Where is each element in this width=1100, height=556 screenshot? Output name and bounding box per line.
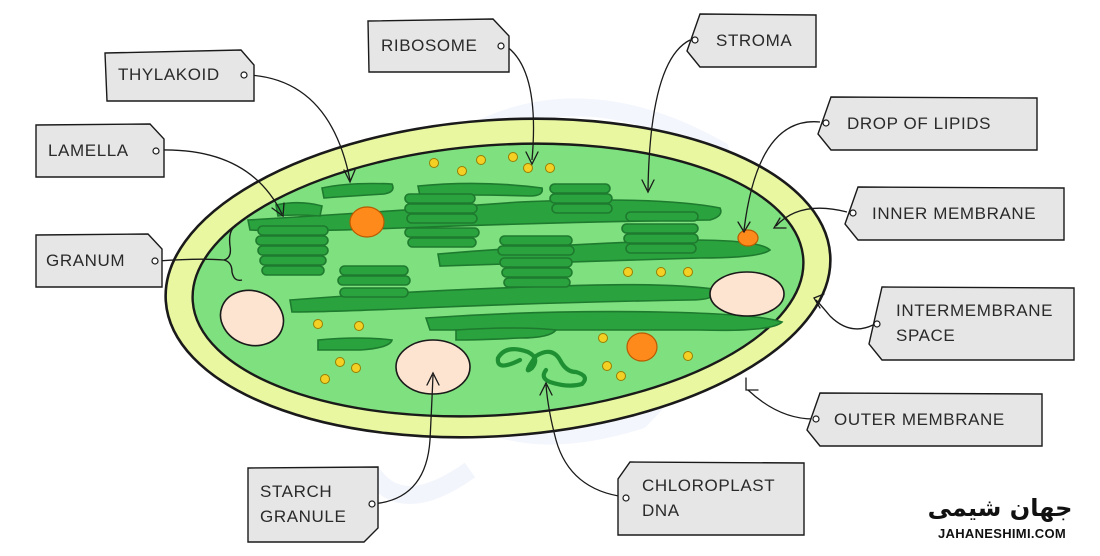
granum	[337, 265, 411, 298]
label-stroma: STROMA	[686, 13, 818, 69]
granum	[404, 193, 480, 248]
starch-granule	[395, 339, 471, 395]
label-ribosome: RIBOSOME	[367, 18, 511, 74]
logo-site-text: JAHANESHIMI.COM	[937, 526, 1066, 541]
lipid-drops	[349, 206, 759, 362]
starch-granules	[219, 271, 785, 395]
intermembrane-space-label-text: INTERMEMBRANE SPACE	[896, 301, 1054, 345]
chloroplast-dna	[495, 346, 587, 388]
label-starch-granule: STARCH GRANULE	[246, 466, 380, 544]
site-logo: جهان شیمی JAHANESHIMI.COM	[912, 494, 1092, 550]
logo-persian-text: جهان شیمی	[927, 494, 1073, 522]
leader-lines	[157, 39, 874, 505]
arrowheads	[271, 151, 825, 396]
ribosome-label-text: RIBOSOME	[381, 35, 478, 55]
drop-of-lipids-label-text: DROP OF LIPIDS	[847, 113, 992, 133]
lamella	[424, 310, 784, 332]
outer-membrane-label-text: OUTER MEMBRANE	[834, 409, 1005, 429]
granum-label-text: GRANUM	[46, 250, 126, 270]
granum	[549, 183, 613, 214]
label-inner-membrane: INNER MEMBRANE	[844, 186, 1066, 242]
thylakoid-system	[247, 182, 784, 351]
ribosomes	[313, 152, 693, 384]
chloroplast-dna-label-text: CHLOROPLAST DNA	[642, 476, 776, 520]
granum	[621, 211, 699, 254]
lamella	[321, 182, 394, 199]
label-granum: GRANUM	[34, 233, 164, 289]
starch-granule-label-text: STARCH GRANULE	[260, 482, 347, 526]
lamella	[455, 327, 558, 341]
lipid-drop	[349, 206, 385, 238]
lamella-label-text: LAMELLA	[48, 140, 129, 160]
lamella	[317, 337, 393, 351]
granum	[255, 201, 329, 276]
lipid-drop	[626, 332, 658, 362]
label-intermembrane-space: INTERMEMBRANE SPACE	[868, 286, 1076, 362]
lipid-drop	[737, 229, 759, 247]
label-chloroplast-dna: CHLOROPLAST DNA	[616, 461, 806, 537]
thylakoid-label-text: THYLAKOID	[118, 64, 220, 84]
label-lamella: LAMELLA	[34, 123, 166, 179]
starch-granule	[219, 289, 285, 347]
stroma-label-text: STROMA	[716, 30, 793, 50]
label-thylakoid: THYLAKOID	[104, 47, 256, 103]
label-outer-membrane: OUTER MEMBRANE	[806, 392, 1044, 448]
inner-membrane-label-text: INNER MEMBRANE	[872, 203, 1037, 223]
label-drop-of-lipids: DROP OF LIPIDS	[817, 96, 1039, 152]
starch-granule	[709, 271, 785, 317]
granum	[497, 235, 575, 288]
